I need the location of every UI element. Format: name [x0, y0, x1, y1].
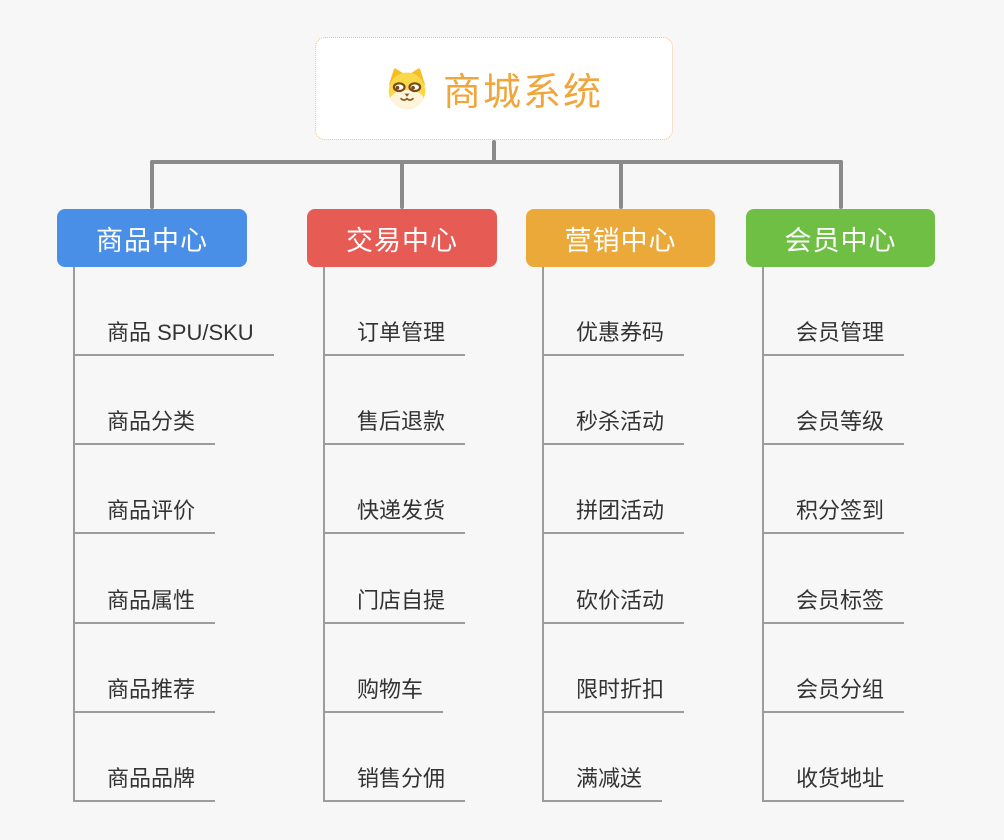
branch-node-1[interactable]: 商品中心	[57, 209, 247, 267]
branch-node-3[interactable]: 营销中心	[526, 209, 715, 267]
leaf-node[interactable]: 商品评价	[73, 498, 216, 534]
leaf-node[interactable]: 商品 SPU/SKU	[73, 320, 274, 356]
branch-spine	[73, 267, 75, 802]
dog-face-icon	[385, 67, 429, 111]
leaf-node[interactable]: 秒杀活动	[542, 409, 685, 445]
leaf-node[interactable]: 销售分佣	[323, 766, 466, 802]
leaf-node[interactable]: 购物车	[323, 677, 444, 713]
leaf-node[interactable]: 会员分组	[762, 677, 905, 713]
branch-spine	[762, 267, 764, 802]
leaf-node[interactable]: 收货地址	[762, 766, 905, 802]
root-node[interactable]: 商城系统	[315, 37, 673, 140]
leaf-node[interactable]: 满减送	[542, 766, 663, 802]
leaf-node[interactable]: 拼团活动	[542, 498, 685, 534]
branch-node-4[interactable]: 会员中心	[746, 209, 935, 267]
leaf-node[interactable]: 售后退款	[323, 409, 466, 445]
leaf-node[interactable]: 会员标签	[762, 588, 905, 624]
leaf-node[interactable]: 商品品牌	[73, 766, 216, 802]
leaf-node[interactable]: 会员等级	[762, 409, 905, 445]
connector-branch-drop	[400, 160, 404, 209]
leaf-node[interactable]: 快递发货	[323, 498, 466, 534]
leaf-node[interactable]: 商品推荐	[73, 677, 216, 713]
leaf-node[interactable]: 积分签到	[762, 498, 905, 534]
connector-branch-drop	[150, 160, 154, 209]
leaf-node[interactable]: 订单管理	[323, 320, 466, 356]
leaf-node[interactable]: 优惠券码	[542, 320, 685, 356]
leaf-node[interactable]: 砍价活动	[542, 588, 685, 624]
branch-node-2[interactable]: 交易中心	[307, 209, 497, 267]
root-title: 商城系统	[442, 72, 603, 114]
connector-horizontal	[150, 160, 843, 164]
leaf-node[interactable]: 商品分类	[73, 409, 216, 445]
connector-branch-drop	[838, 160, 843, 209]
branch-spine	[542, 267, 544, 802]
leaf-node[interactable]: 限时折扣	[542, 677, 685, 713]
branch-spine	[323, 267, 325, 802]
leaf-node[interactable]: 门店自提	[323, 588, 466, 624]
leaf-node[interactable]: 会员管理	[762, 320, 905, 356]
connector-root-stub	[492, 140, 496, 164]
connector-branch-drop	[618, 160, 623, 209]
leaf-node[interactable]: 商品属性	[73, 588, 216, 624]
